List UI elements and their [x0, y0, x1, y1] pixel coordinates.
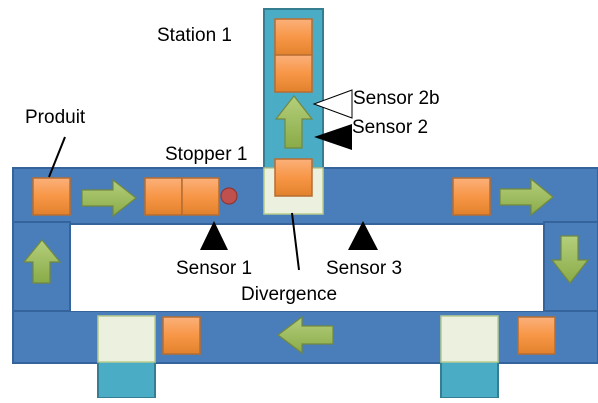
arrow-up-left	[22, 239, 62, 284]
stopper-1	[220, 187, 238, 205]
arrow-right-top-right	[499, 177, 554, 217]
arrow-left-bottom	[277, 315, 334, 355]
sensor-2-icon	[314, 124, 352, 150]
lower-station-right	[440, 359, 499, 399]
product-queued-2	[181, 177, 220, 216]
product-bottom-right	[517, 316, 556, 355]
sensor-3-icon	[348, 221, 378, 250]
product-queued-1	[144, 177, 183, 216]
lower-station-left	[97, 359, 156, 399]
label-station-1: Station 1	[157, 25, 232, 46]
sensor-2b-icon	[312, 89, 353, 119]
arrow-up-station	[274, 95, 314, 149]
label-produit: Produit	[25, 107, 86, 128]
sensor-1-icon	[200, 221, 228, 250]
label-divergence: Divergence	[241, 284, 337, 305]
product-bottom-left	[162, 316, 201, 355]
label-sensor-3: Sensor 3	[326, 258, 402, 279]
product-divergence	[274, 158, 313, 197]
arrow-right-top-left	[81, 178, 137, 218]
product-top-right	[452, 177, 491, 216]
product-station-second	[274, 54, 313, 93]
transfer-zone-lower-right	[440, 315, 499, 363]
conveyor-interior	[71, 225, 543, 311]
arrow-down-right	[550, 235, 590, 284]
divergence-leader-line	[291, 212, 300, 271]
label-sensor-1: Sensor 1	[176, 258, 252, 279]
product-station-top	[274, 18, 313, 57]
label-stopper-1: Stopper 1	[165, 144, 247, 165]
product-incoming	[32, 177, 71, 216]
transfer-zone-lower-left	[97, 315, 156, 363]
label-sensor-2b: Sensor 2b	[353, 88, 440, 109]
label-sensor-2: Sensor 2	[352, 117, 428, 138]
produit-leader-line	[48, 136, 66, 178]
